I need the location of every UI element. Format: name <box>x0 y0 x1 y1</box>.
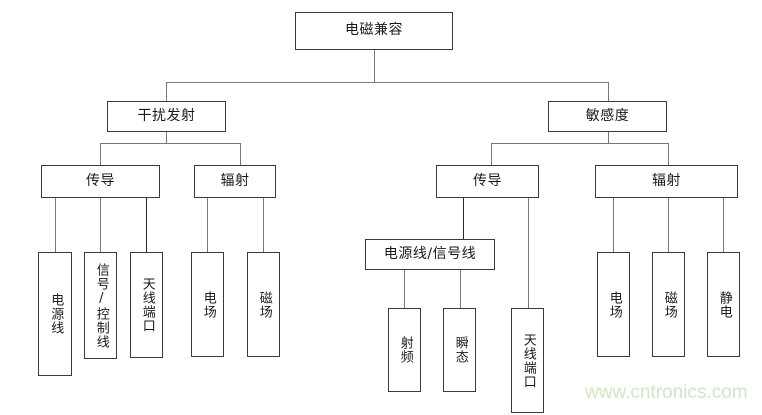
node-emission-conducted-signal-control-line[interactable]: 信号/控制线 <box>84 252 117 359</box>
connector-root-stem <box>374 50 375 82</box>
connector-emission-to-radiated <box>240 143 241 165</box>
connector-surad-to-hfield <box>668 198 669 252</box>
connector-emrad-to-hfield <box>263 198 264 252</box>
connector-surad-to-esd <box>723 198 724 252</box>
node-emission-radiated-electric-field[interactable]: 电场 <box>191 252 224 357</box>
connector-emcond-to-antenna <box>146 198 147 252</box>
connector-powersignal-to-transient <box>460 270 461 308</box>
node-susceptibility[interactable]: 敏感度 <box>548 101 667 132</box>
node-susceptibility-conducted-transient[interactable]: 瞬态 <box>443 308 476 392</box>
node-interference-emission[interactable]: 干扰发射 <box>107 101 226 132</box>
node-emission-conducted-power-line[interactable]: 电源线 <box>38 252 72 376</box>
node-susceptibility-conducted-power-signal-line[interactable]: 电源线/信号线 <box>365 239 495 270</box>
connector-emcond-to-signal <box>100 198 101 252</box>
node-label: 瞬态 <box>452 336 468 364</box>
node-emission-radiated[interactable]: 辐射 <box>194 165 276 198</box>
node-label: 电场 <box>200 290 216 319</box>
connector-root-to-emission <box>166 82 167 101</box>
node-label: 静电 <box>716 290 732 319</box>
node-label: 传导 <box>86 172 115 189</box>
node-susceptibility-radiated-electric-field[interactable]: 电场 <box>597 252 630 357</box>
node-susceptibility-conducted[interactable]: 传导 <box>436 165 539 198</box>
node-label: 传导 <box>473 172 502 189</box>
watermark: www.cntronics.com <box>585 382 748 403</box>
connector-emcond-to-power <box>55 198 56 252</box>
connector-emission-bar <box>100 143 240 144</box>
connector-emission-to-conducted <box>100 143 101 165</box>
connector-susceptibility-to-radiated <box>668 143 669 165</box>
node-root-emc[interactable]: 电磁兼容 <box>295 12 453 50</box>
node-label: 电场 <box>606 290 622 319</box>
node-emission-radiated-magnetic-field[interactable]: 磁场 <box>247 252 280 357</box>
node-label: 电磁兼容 <box>345 22 403 39</box>
node-label: 天线端口 <box>139 277 155 333</box>
node-susceptibility-radiated-electrostatic[interactable]: 静电 <box>707 252 740 357</box>
connector-susceptibility-to-conducted <box>491 143 492 165</box>
node-susceptibility-conducted-antenna-port[interactable]: 天线端口 <box>511 308 544 413</box>
node-label: 磁场 <box>256 290 272 319</box>
node-label: 电源线/信号线 <box>383 245 477 262</box>
node-susceptibility-radiated[interactable]: 辐射 <box>595 165 738 198</box>
connector-surad-to-efield <box>613 198 614 252</box>
node-emission-conducted[interactable]: 传导 <box>41 165 160 198</box>
node-label: 辐射 <box>220 172 250 189</box>
node-susceptibility-conducted-rf[interactable]: 射频 <box>388 308 421 392</box>
node-label: 辐射 <box>652 172 681 189</box>
node-susceptibility-radiated-magnetic-field[interactable]: 磁场 <box>652 252 685 357</box>
node-label: 敏感度 <box>585 107 630 124</box>
connector-emrad-to-efield <box>207 198 208 252</box>
connector-powersignal-to-rf <box>404 270 405 308</box>
connector-susceptibility-stem <box>608 132 609 144</box>
node-label: 射频 <box>397 336 413 364</box>
node-label: 电源线 <box>48 293 64 335</box>
connector-emission-stem <box>166 132 167 144</box>
connector-root-bar <box>166 82 608 83</box>
node-label: 磁场 <box>661 290 677 319</box>
node-label: 干扰发射 <box>137 107 196 124</box>
node-label: 信号/控制线 <box>93 262 109 349</box>
connector-susceptibility-bar <box>491 143 668 144</box>
node-emission-conducted-antenna-port[interactable]: 天线端口 <box>130 252 163 358</box>
node-label: 天线端口 <box>520 332 536 389</box>
connector-root-to-susceptibility <box>608 82 609 101</box>
connector-sucond-to-antenna <box>528 198 529 308</box>
connector-sucond-to-powersignal <box>463 198 464 239</box>
